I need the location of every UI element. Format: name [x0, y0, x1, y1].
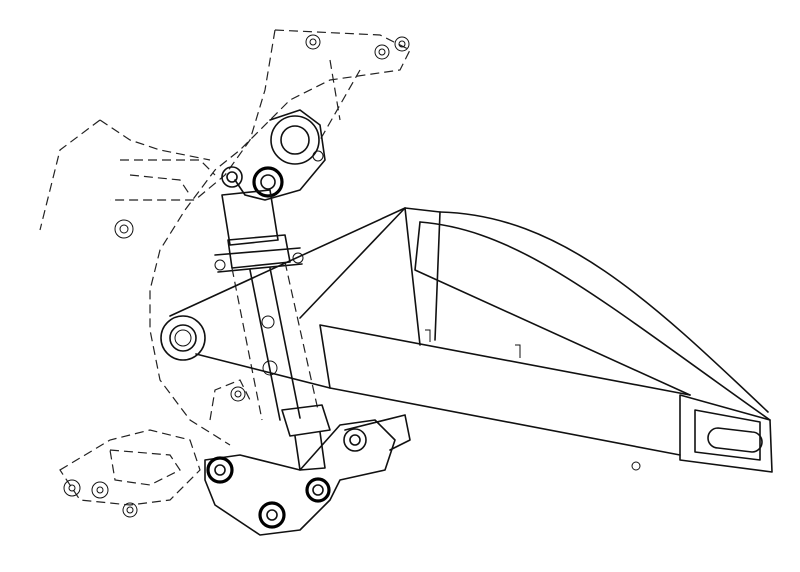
- lower-linkage: [204, 414, 411, 536]
- swingarm: [160, 207, 773, 473]
- shock-absorber: [214, 189, 331, 471]
- upper-shock-mount: [221, 109, 326, 201]
- frame-outline: [39, 29, 411, 518]
